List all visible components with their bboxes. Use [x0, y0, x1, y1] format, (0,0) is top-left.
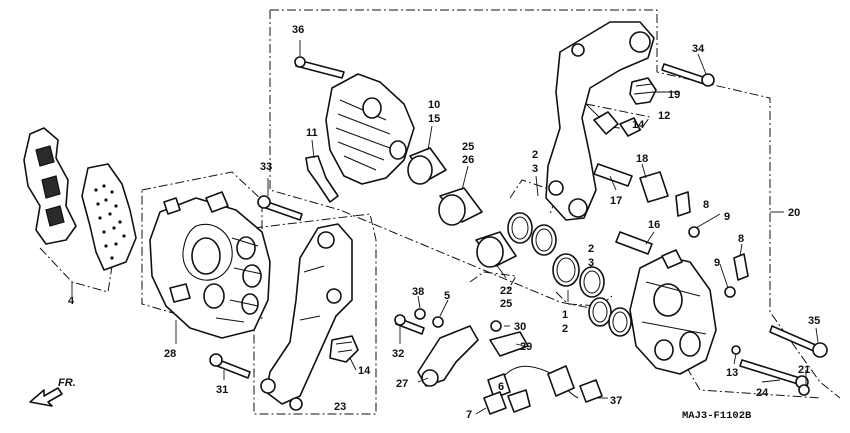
- callout-31: 31: [216, 384, 228, 396]
- front-arrow-icon: [29, 387, 63, 407]
- caliper-body-right: [629, 249, 717, 375]
- bolt-set: [209, 56, 828, 396]
- callout-27: 27: [396, 378, 408, 390]
- callout-12: 12: [658, 110, 670, 122]
- callout-11: 11: [306, 127, 318, 139]
- callout-29: 29: [520, 341, 532, 353]
- callout-9-lower: 9: [714, 257, 720, 269]
- callout-8-upper: 8: [703, 199, 709, 211]
- callout-15: 15: [428, 113, 440, 125]
- piston-seal-set: [507, 212, 632, 337]
- group-outline-left: [141, 171, 263, 331]
- callout-25-upper: 25: [462, 141, 474, 153]
- callout-2-mid: 2: [588, 243, 594, 255]
- pad-spring-left: [329, 335, 359, 363]
- callout-3-upper: 3: [532, 163, 538, 175]
- brake-pad-inner: [81, 163, 137, 271]
- callout-30: 30: [514, 321, 526, 333]
- callout-36: 36: [292, 24, 304, 36]
- callout-38: 38: [412, 286, 424, 298]
- callout-2-upper: 2: [532, 149, 538, 161]
- callout-13: 13: [726, 367, 738, 379]
- group-outline-left-bracket: [253, 213, 377, 415]
- callout-37: 37: [610, 395, 622, 407]
- piston-set: [407, 147, 517, 268]
- callout-8-lower: 8: [738, 233, 744, 245]
- callout-19: 19: [668, 89, 680, 101]
- group-outline-right: [270, 9, 841, 399]
- callout-6: 6: [498, 381, 504, 393]
- leader-lines: [71, 40, 819, 415]
- brake-pad-pair: [23, 127, 137, 271]
- callout-28: 28: [164, 348, 176, 360]
- slide-pins: [593, 163, 669, 255]
- callout-26: 26: [462, 154, 474, 166]
- callout-labels: 4 28 31 33 36 11 10 15 25 26 22 25 2 3 2…: [68, 24, 820, 421]
- caliper-bracket-right: [545, 21, 655, 221]
- callout-4: 4: [68, 295, 75, 307]
- callout-24: 24: [756, 387, 769, 399]
- callout-1: 1: [562, 309, 568, 321]
- group-outline-pads: [39, 247, 113, 293]
- callout-20: 20: [788, 207, 800, 219]
- caliper-body-left: [149, 191, 271, 339]
- callout-22: 22: [500, 285, 512, 297]
- callout-16: 16: [648, 219, 660, 231]
- callout-5: 5: [444, 290, 450, 302]
- callout-23: 23: [334, 401, 346, 413]
- caliper-cover-upper: [325, 73, 415, 185]
- pin-boot: [629, 77, 657, 105]
- callout-14-right: 14: [632, 119, 645, 131]
- callout-3-mid: 3: [588, 257, 594, 269]
- callout-17: 17: [610, 195, 622, 207]
- callout-34: 34: [692, 43, 705, 55]
- callout-18: 18: [636, 153, 648, 165]
- speed-sensor: [417, 325, 603, 415]
- callout-10: 10: [428, 99, 440, 111]
- callout-7: 7: [466, 409, 472, 421]
- callout-9-upper: 9: [724, 211, 730, 223]
- pad-backing-holes: [94, 184, 126, 260]
- front-label: FR.: [58, 377, 76, 389]
- drawing-code: MAJ3-F1102B: [682, 410, 752, 422]
- group-outline-12: [585, 103, 651, 131]
- callout-32: 32: [392, 348, 404, 360]
- pad-retainer: [305, 155, 339, 203]
- bleeder-set: [675, 191, 749, 298]
- callout-14-left: 14: [358, 365, 371, 377]
- callout-25-lower: 25: [500, 298, 512, 310]
- callout-35: 35: [808, 315, 820, 327]
- front-direction-indicator: FR.: [29, 377, 76, 407]
- group-outline-2225: [469, 271, 517, 291]
- callout-33: 33: [260, 161, 272, 173]
- group-outlines: [39, 9, 841, 415]
- callout-21: 21: [798, 364, 810, 376]
- caliper-bracket-left: [260, 223, 353, 411]
- callout-2-lower: 2: [562, 323, 568, 335]
